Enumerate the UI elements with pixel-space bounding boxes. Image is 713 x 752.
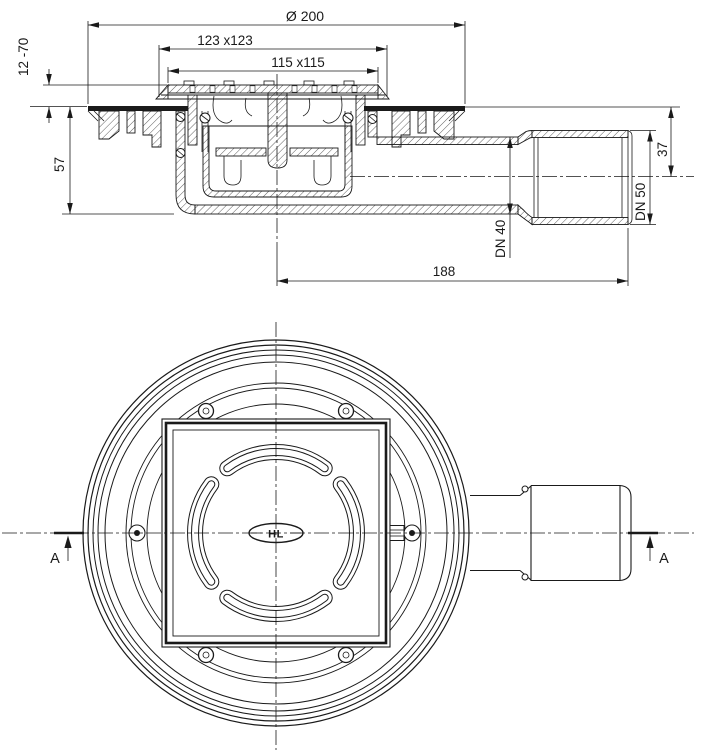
- dimensions: Ø 200 123 x123 115 x115 12 -70 57 37 DN …: [16, 8, 680, 286]
- dim-depth-label: 57: [52, 157, 67, 172]
- dim-dn40-label: DN 40: [493, 220, 508, 258]
- grate-top-tabs: [183, 80, 355, 86]
- dim-height-range-label: 12 -70: [16, 38, 31, 76]
- odour-trap-insert: [202, 92, 353, 198]
- screw-holes: [197, 402, 355, 664]
- section-cut-left: A: [50, 531, 84, 567]
- wall-screws: [175, 112, 378, 158]
- outlet-pipe-plan: [470, 484, 632, 582]
- outlet-pipe-section: [376, 130, 633, 226]
- grate-slots: [189, 85, 358, 93]
- section-cut-label-right: A: [659, 551, 669, 567]
- dim-invert-label: 37: [655, 142, 670, 157]
- dim-length-label: 188: [433, 264, 456, 279]
- dim-frame-label: 123 x123: [197, 33, 253, 48]
- section-cut-label-left: A: [50, 551, 60, 567]
- plan-view: HL: [2, 322, 694, 750]
- dim-dn50-label: DN 50: [633, 183, 648, 221]
- section-view: Ø 200 123 x123 115 x115 12 -70 57 37 DN …: [16, 8, 694, 286]
- sump-body: [175, 94, 519, 215]
- section-cut-right: A: [628, 531, 669, 567]
- dim-grate-label: 115 x115: [271, 55, 325, 70]
- dim-diameter-label: Ø 200: [286, 8, 324, 24]
